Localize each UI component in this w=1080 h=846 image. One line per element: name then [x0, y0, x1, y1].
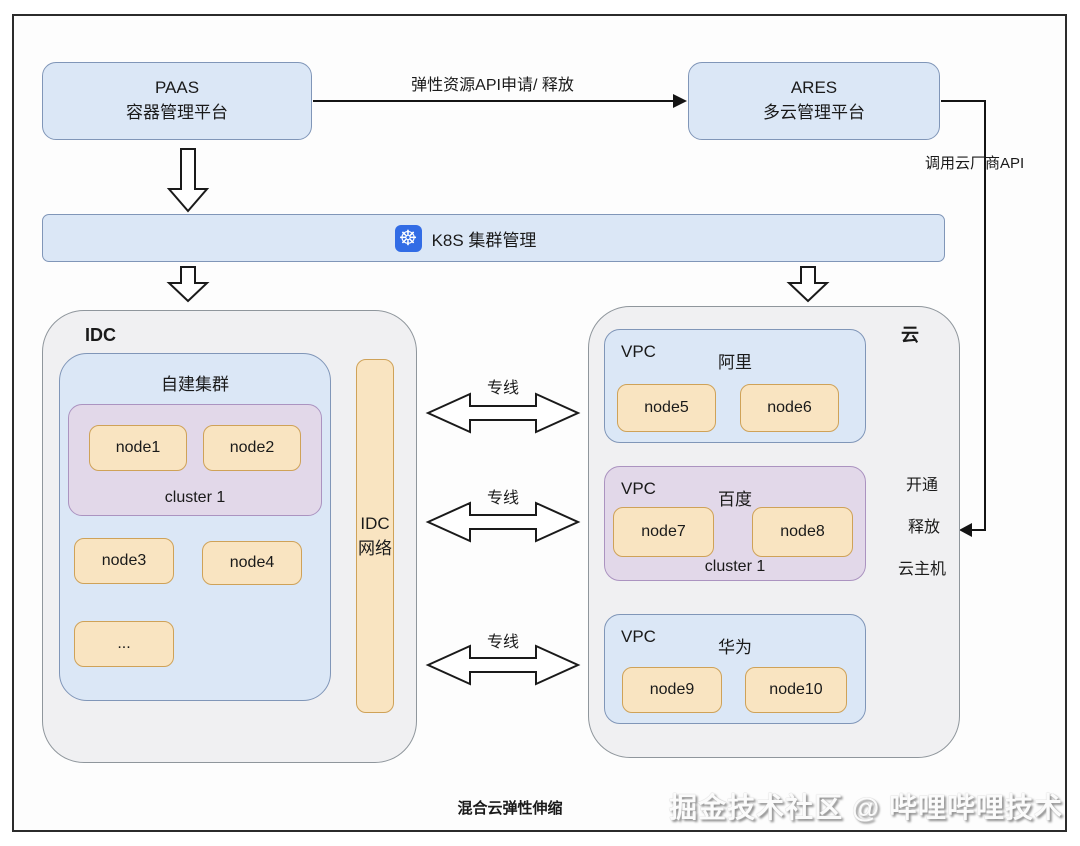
cloud-title: 云: [901, 325, 919, 345]
idc-network-line1: IDC: [360, 513, 390, 533]
k8s-management-bar: ☸ K8S 集群管理: [42, 214, 945, 262]
kubernetes-icon: ☸: [394, 224, 422, 252]
vendor-api-line-bottom: [972, 529, 986, 531]
node2: node2: [203, 425, 301, 471]
node7: node7: [613, 507, 714, 557]
dedicated-line-label-1: 专线: [486, 380, 519, 397]
vpc-baidu-cluster-label: cluster 1: [704, 558, 766, 575]
vendor-api-line-top: [941, 100, 986, 102]
provision-label: 开通: [906, 477, 939, 494]
node4: node4: [202, 541, 302, 585]
self-cluster-box: 自建集群 node1 node2 cluster 1 node3 node4 .…: [59, 353, 331, 701]
node3: node3: [74, 538, 174, 584]
vpc-huawei-vendor: 华为: [718, 638, 752, 657]
paas-box: PAAS 容器管理平台: [42, 62, 312, 140]
node8: node8: [752, 507, 853, 557]
vpc-huawei-tag: VPC: [621, 627, 656, 646]
diagram-caption: 混合云弹性伸缩: [457, 800, 563, 817]
paas-title: PAAS: [154, 78, 200, 98]
node9: node9: [622, 667, 722, 713]
ares-subtitle: 多云管理平台: [763, 103, 865, 122]
cloud-host-label: 云主机: [898, 561, 947, 578]
vendor-api-arrowhead-icon: [959, 523, 972, 537]
k8s-bar-label: K8S 集群管理: [431, 230, 537, 250]
node-ellipsis: ...: [74, 621, 174, 667]
vendor-api-line-vertical: [984, 100, 986, 531]
cluster1-label: cluster 1: [164, 489, 226, 506]
node10: node10: [745, 667, 847, 713]
ares-title: ARES: [790, 78, 838, 98]
vpc-baidu-box: VPC 百度 node7 node8 cluster 1: [604, 466, 866, 581]
cluster1-box: node1 node2 cluster 1: [68, 404, 322, 516]
vpc-ali-tag: VPC: [621, 342, 656, 361]
dedicated-line-label-2: 专线: [486, 490, 519, 507]
k8s-bar-content: ☸ K8S 集群管理: [394, 224, 537, 252]
idc-title: IDC: [85, 325, 116, 345]
idc-container: IDC 自建集群 node1 node2 cluster 1 node3 nod…: [42, 310, 417, 763]
node1: node1: [89, 425, 187, 471]
vpc-ali-vendor: 阿里: [718, 353, 752, 372]
vpc-baidu-vendor: 百度: [718, 490, 752, 509]
watermark: 掘金技术社区 @ 哔哩哔哩技术: [669, 792, 1063, 823]
node6: node6: [740, 384, 839, 432]
api-request-arrowhead-icon: [673, 94, 687, 108]
api-request-line: [313, 100, 674, 102]
node5: node5: [617, 384, 716, 432]
vpc-huawei-box: VPC 华为 node9 node10: [604, 614, 866, 724]
cloud-container: 云 VPC 阿里 node5 node6 VPC 百度 node7 node8 …: [588, 306, 960, 758]
idc-network-line2: 网络: [358, 539, 392, 558]
ares-box: ARES 多云管理平台: [688, 62, 940, 140]
api-request-label: 弹性资源API申请/ 释放: [411, 77, 574, 94]
idc-network-bar: IDC 网络: [356, 359, 394, 713]
release-label: 释放: [908, 519, 941, 536]
paas-subtitle: 容器管理平台: [126, 103, 228, 122]
vendor-api-label: 调用云厂商API: [925, 155, 1025, 172]
self-cluster-title: 自建集群: [161, 375, 229, 394]
vpc-baidu-tag: VPC: [621, 479, 656, 498]
dedicated-line-label-3: 专线: [486, 634, 519, 651]
vpc-ali-box: VPC 阿里 node5 node6: [604, 329, 866, 443]
